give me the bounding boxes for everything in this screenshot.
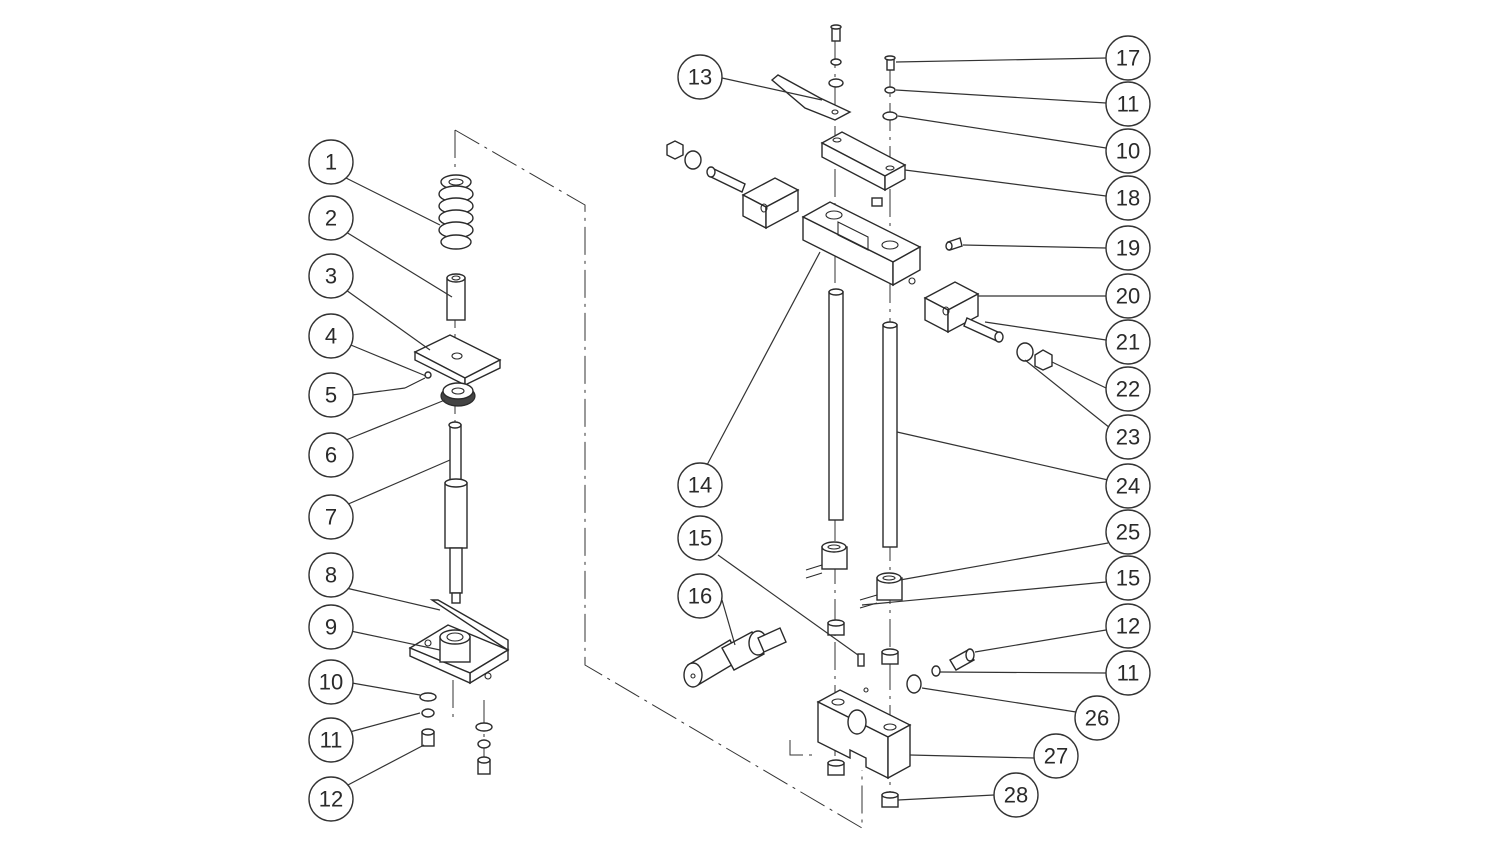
callout-balloon: 26 [1074,695,1120,741]
collar-right [859,572,903,609]
callout-balloon: 23 [1105,414,1151,460]
callout-balloon: 2 [308,195,354,241]
svg-text:11: 11 [320,728,343,753]
callout-balloon: 8 [308,552,354,598]
left-assembly [404,174,510,775]
svg-text:1: 1 [325,150,337,175]
callout-balloon: 12 [1105,603,1151,649]
callout-balloon: 11 [308,717,354,763]
svg-text:5: 5 [325,383,337,408]
callout-balloon: 11 [1105,81,1151,127]
rod-left [828,288,844,521]
set-screw-15 [857,653,865,667]
callout-balloon: 13 [677,54,723,100]
svg-text:4: 4 [325,324,337,349]
shaft-part [444,421,468,604]
callout-balloon: 11 [1105,650,1151,696]
shaft-16-part [683,627,787,688]
spring-part [438,174,474,250]
svg-text:15: 15 [1116,566,1140,591]
svg-text:8: 8 [325,563,337,588]
right-side-fasteners [963,317,1053,371]
svg-text:12: 12 [1116,614,1140,639]
callout-balloon: 3 [308,253,354,299]
svg-text:9: 9 [325,615,337,640]
svg-text:25: 25 [1116,520,1140,545]
svg-text:19: 19 [1116,236,1140,261]
svg-text:12: 12 [319,787,343,812]
svg-text:7: 7 [325,505,337,530]
callout-balloon: 24 [1105,463,1151,509]
callouts-left: 1 2 3 4 5 6 7 8 9 10 11 12 [308,139,354,822]
svg-text:20: 20 [1116,284,1140,309]
top-block-part [820,131,907,192]
svg-text:23: 23 [1116,425,1140,450]
leader-lines [345,57,1111,801]
callout-balloon: 14 [677,462,723,508]
pin-part [404,371,432,389]
svg-text:21: 21 [1116,330,1140,355]
callout-balloon: 1 [308,139,354,185]
plate-part [413,334,502,387]
rod-right [882,321,898,548]
bracket-part [408,599,510,685]
side-block-right [923,281,980,334]
svg-text:26: 26 [1085,706,1109,731]
callout-balloon: 21 [1105,319,1151,365]
callout-balloon: 16 [677,573,723,619]
svg-text:14: 14 [688,473,712,498]
callout-balloon: 28 [993,772,1039,818]
callout-balloon: 6 [308,432,354,478]
callout-balloon: 22 [1105,366,1151,412]
svg-text:11: 11 [1117,661,1140,686]
svg-text:2: 2 [325,206,337,231]
svg-text:22: 22 [1116,377,1140,402]
collar-left [805,541,848,579]
pin-19-part [945,237,963,251]
sleeve-part [446,273,466,321]
svg-text:28: 28 [1004,783,1028,808]
side-block-left [741,177,800,230]
callout-balloon: 10 [1105,128,1151,174]
svg-text:11: 11 [1117,92,1140,117]
callout-balloon: 25 [1105,509,1151,555]
callout-balloon: 9 [308,604,354,650]
callout-balloon: 27 [1033,733,1079,779]
bearing-part [440,382,476,407]
callout-balloon: 15 [677,515,723,561]
lower-block-part [816,687,912,780]
right-assembly [666,24,1053,808]
callouts-middle: 13 14 15 16 [677,54,723,619]
callouts-right: 17 11 10 18 19 20 21 22 23 24 25 15 12 1… [993,35,1151,818]
left-side-fasteners [666,140,746,193]
svg-text:3: 3 [325,264,337,289]
svg-text:6: 6 [325,443,337,468]
svg-text:24: 24 [1116,474,1140,499]
right-lower-fasteners [906,648,975,694]
svg-text:15: 15 [688,526,712,551]
svg-text:16: 16 [688,584,712,609]
callout-balloon: 5 [308,372,354,418]
callout-balloon: 12 [308,776,354,822]
svg-text:27: 27 [1044,744,1068,769]
callout-balloon: 18 [1105,175,1151,221]
main-block-part [801,197,922,287]
callout-balloon: 17 [1105,35,1151,81]
svg-text:18: 18 [1116,186,1140,211]
callout-balloon: 20 [1105,273,1151,319]
callout-balloon: 10 [308,659,354,705]
bushings [827,619,899,808]
callout-balloon: 19 [1105,225,1151,271]
svg-text:10: 10 [1116,139,1140,164]
callout-balloon: 4 [308,313,354,359]
callout-balloon: 7 [308,494,354,540]
top-fasteners [828,24,898,121]
svg-text:13: 13 [688,65,712,90]
svg-text:10: 10 [319,670,343,695]
fastener-stack-left [419,692,493,775]
callout-balloon: 15 [1105,555,1151,601]
svg-text:17: 17 [1116,46,1140,71]
